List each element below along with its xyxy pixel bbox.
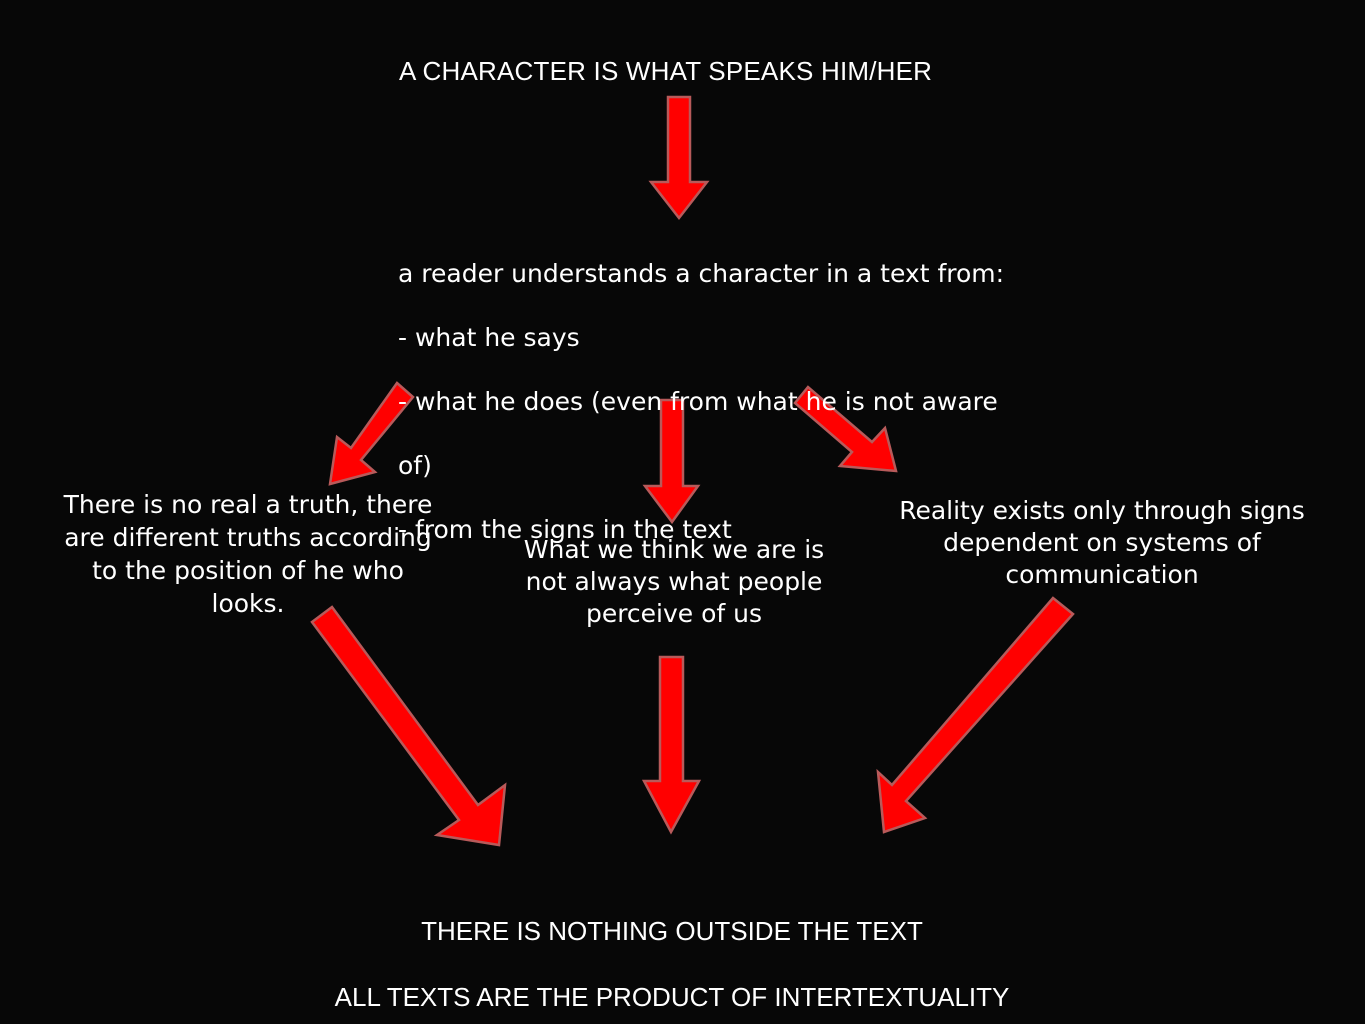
diagram-title: A CHARACTER IS WHAT SPEAKS HIM/HER	[399, 56, 933, 86]
reader-line-does: - what he does (even from what he is not…	[398, 387, 998, 416]
arrow-down-to-reader	[648, 95, 710, 221]
right-branch-text: Reality exists only through signs depend…	[899, 496, 1305, 589]
conclusion-line-2: ALL TEXTS ARE THE PRODUCT OF INTERTEXTUA…	[334, 982, 1010, 1012]
arrow-to-right-branch	[793, 385, 898, 473]
left-branch-text: There is no real a truth, there are diff…	[63, 490, 433, 618]
arrow-left-to-conclusion	[310, 605, 507, 847]
reader-line-says: - what he says	[398, 323, 580, 352]
conclusion-block: THERE IS NOTHING OUTSIDE THE TEXT ALL TE…	[272, 882, 1072, 1024]
reader-understanding-block: a reader understands a character in a te…	[398, 226, 1078, 578]
arrow-center-to-conclusion	[641, 655, 702, 835]
reader-line-does-cont: of)	[398, 451, 432, 480]
reader-line-signs: - from the signs in the text	[398, 515, 732, 544]
arrow-to-left-branch	[328, 381, 415, 486]
conclusion-line-1: THERE IS NOTHING OUTSIDE THE TEXT	[421, 916, 923, 946]
arrow-right-to-conclusion	[876, 596, 1075, 834]
center-branch-text: What we think we are is not always what …	[523, 535, 825, 628]
arrow-to-center-branch	[642, 398, 701, 525]
reader-line-intro: a reader understands a character in a te…	[398, 259, 1005, 288]
